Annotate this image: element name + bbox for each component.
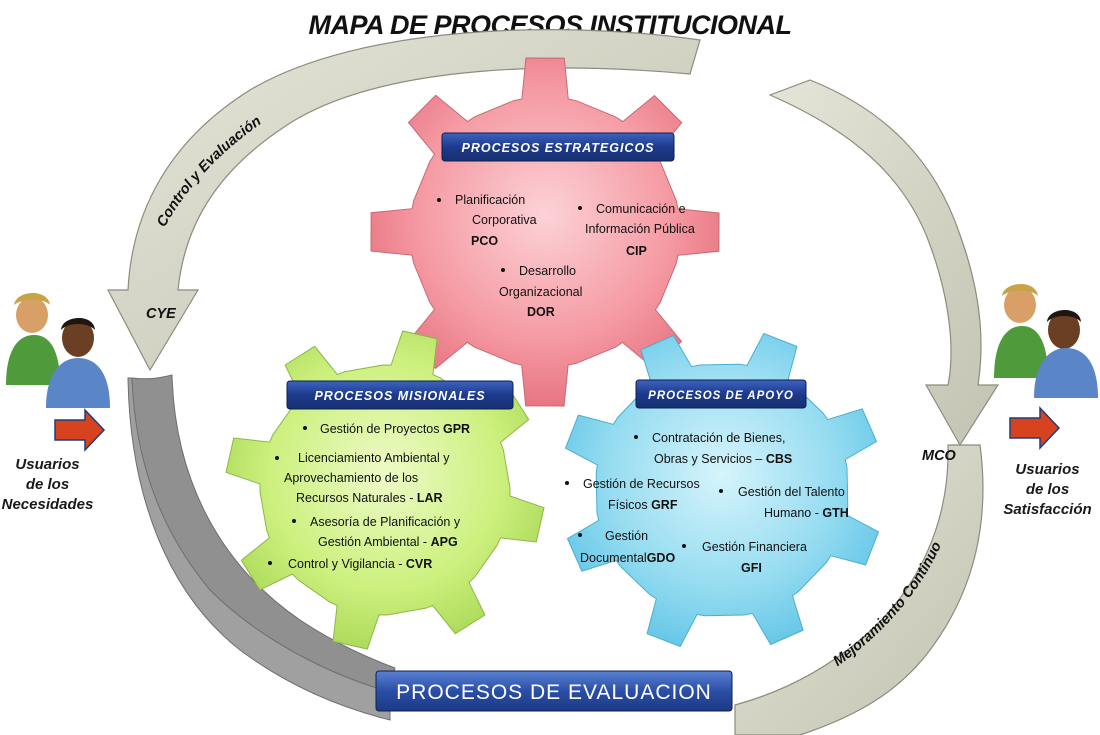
svg-text:Gestión del Talento: Gestión del Talento (738, 485, 845, 499)
apoyo-banner: PROCESOS DE APOYO (635, 379, 807, 409)
right-users-icon (994, 283, 1098, 450)
svg-text:PROCESOS MISIONALES: PROCESOS MISIONALES (314, 389, 485, 403)
svg-text:PROCESOS DE EVALUACION: PROCESOS DE EVALUACION (396, 681, 712, 704)
evaluacion-band (127, 374, 396, 721)
svg-text:Desarrollo: Desarrollo (519, 264, 576, 278)
svg-text:Gestión Financiera: Gestión Financiera (702, 540, 807, 554)
svg-text:Información Pública: Información Pública (585, 222, 695, 236)
svg-text:PCO: PCO (471, 234, 498, 248)
gfi-item: Gestión Financiera GFI (682, 540, 807, 575)
svg-text:Recursos Naturales - LAR: Recursos Naturales - LAR (296, 491, 443, 505)
svg-text:Gestión: Gestión (605, 529, 648, 543)
apoyo-items: Contratación de Bienes, Obras y Servicio… (565, 431, 849, 575)
svg-text:PROCESOS ESTRATEGICOS: PROCESOS ESTRATEGICOS (461, 141, 654, 155)
svg-text:Organizacional: Organizacional (499, 285, 582, 299)
lar-item: Licenciamiento Ambiental y Aprovechamien… (275, 451, 450, 505)
evaluacion-banner: PROCESOS DE EVALUACION (375, 670, 733, 712)
estrategicos-banner: PROCESOS ESTRATEGICOS (441, 132, 675, 162)
left-users-icon (6, 292, 110, 452)
right-users-label: Usuarios de los Satisfacción (1003, 461, 1092, 518)
svg-text:GFI: GFI (741, 561, 762, 575)
svg-text:Gestión de Proyectos GPR: Gestión de Proyectos GPR (320, 422, 470, 436)
svg-text:DOR: DOR (527, 305, 555, 319)
svg-text:Físicos GRF: Físicos GRF (608, 498, 678, 512)
svg-text:Humano - GTH: Humano - GTH (764, 506, 849, 520)
mco-code: MCO (922, 448, 957, 464)
svg-text:Aprovechamiento de los: Aprovechamiento de los (284, 471, 418, 485)
cbs-item: Contratación de Bienes, Obras y Servicio… (634, 431, 792, 466)
cvr-item: Control y Vigilancia - CVR (268, 557, 432, 571)
mejoramiento-continuo-arrow (734, 79, 1000, 735)
svg-text:DocumentalGDO: DocumentalGDO (580, 551, 675, 565)
pco-item: Planificación Corporativa PCO (437, 193, 537, 248)
svg-text:Contratación de Bienes,: Contratación de Bienes, (652, 431, 785, 445)
svg-text:Licenciamiento Ambiental y: Licenciamiento Ambiental y (298, 451, 450, 465)
apg-item: Asesoría de Planificación y Gestión Ambi… (292, 515, 461, 549)
svg-text:Gestión Ambiental - APG: Gestión Ambiental - APG (318, 535, 458, 549)
misionales-gear (225, 330, 545, 650)
svg-text:Obras y Servicios – CBS: Obras y Servicios – CBS (654, 452, 792, 466)
svg-text:Comunicación e: Comunicación e (596, 202, 686, 216)
misionales-banner: PROCESOS MISIONALES (286, 380, 514, 410)
svg-text:CIP: CIP (626, 244, 647, 258)
svg-text:Planificación: Planificación (455, 193, 525, 207)
svg-text:PROCESOS DE APOYO: PROCESOS DE APOYO (648, 390, 794, 402)
svg-text:Control y Vigilancia - CVR: Control y Vigilancia - CVR (288, 557, 432, 571)
gth-item: Gestión del Talento Humano - GTH (719, 485, 849, 520)
misionales-items: Gestión de Proyectos GPR Licenciamiento … (268, 422, 470, 571)
svg-text:Gestión de Recursos: Gestión de Recursos (583, 477, 700, 491)
gpr-item: Gestión de Proyectos GPR (303, 422, 470, 436)
grf-item: Gestión de Recursos Físicos GRF (565, 477, 700, 512)
estrategicos-items: Planificación Corporativa PCO Comunicaci… (437, 193, 695, 319)
gdo-item: Gestión DocumentalGDO (578, 529, 675, 565)
svg-text:Corporativa: Corporativa (472, 213, 537, 227)
left-users-label: Usuarios de los Necesidades (1, 456, 94, 513)
control-evaluacion-arrow (107, 29, 701, 372)
dor-item: Desarrollo Organizacional DOR (499, 264, 582, 319)
cip-item: Comunicación e Información Pública CIP (578, 202, 695, 258)
cye-code: CYE (146, 306, 177, 322)
svg-text:Asesoría de Planificación y: Asesoría de Planificación y (310, 515, 461, 529)
